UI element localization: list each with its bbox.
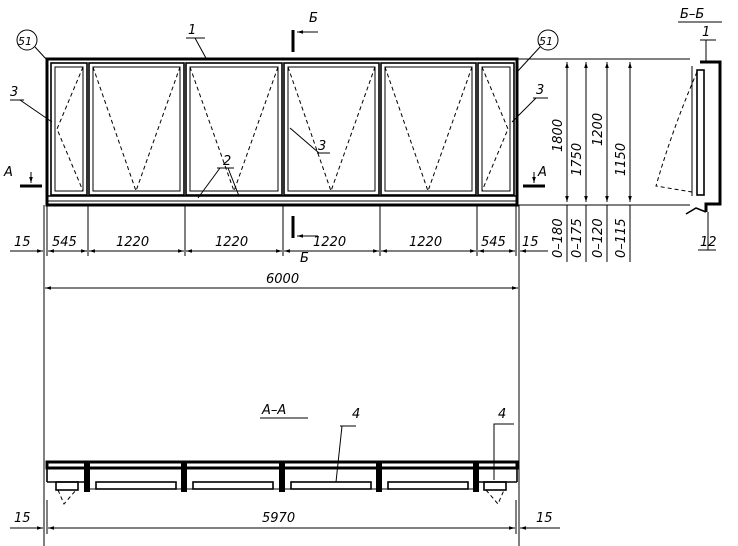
outer-frame	[45, 57, 519, 207]
section-aa-label-4-center: 4	[352, 407, 360, 422]
dim-g2: 0–175	[570, 218, 585, 258]
label-sash-left: 3	[10, 85, 18, 100]
dim-wide-2: 1220	[215, 235, 248, 250]
plan-dim-margin-left: 15	[14, 511, 31, 526]
section-mark-bottom: Б	[300, 251, 309, 266]
node-label-left: 51	[18, 35, 32, 48]
section-bb-label-1: 1	[702, 25, 710, 40]
dim-g4: 0–115	[614, 218, 629, 258]
dim-narrow-right: 545	[481, 235, 506, 250]
section-view-right: А	[537, 165, 547, 180]
dim-h2: 1750	[570, 143, 585, 176]
dim-h3: 1200	[591, 113, 606, 146]
sash-4	[283, 62, 380, 196]
node-circle-left	[16, 29, 38, 51]
section-aa-label-4-right: 4	[498, 407, 506, 422]
sash-6	[477, 62, 515, 196]
dim-wide-1: 1220	[116, 235, 149, 250]
vertical-dimensions: 1800 1750 1200 1150 0–180 0–175 0–120 0–…	[517, 58, 690, 262]
dim-wide-4: 1220	[409, 235, 442, 250]
sash-5	[380, 62, 477, 196]
dim-margin-left: 15	[14, 235, 31, 250]
dim-g3: 0–120	[591, 218, 606, 258]
node-label-right: 51	[539, 35, 553, 48]
label-sash-right: 3	[536, 83, 544, 98]
sash-1	[50, 62, 88, 196]
sash-2	[88, 62, 185, 196]
dim-total: 6000	[266, 272, 299, 287]
section-bb: Б–Б 1 12	[655, 7, 722, 251]
sash-3	[185, 62, 283, 196]
horizontal-dimensions: 15 545 1220 1220 1220 1220 545 15 6000	[10, 205, 548, 546]
label-sash-center: 3	[318, 139, 326, 154]
dim-h4: 1150	[614, 143, 629, 176]
section-bb-title: Б–Б	[680, 7, 704, 22]
plan-dimensions: 15 5970 15	[10, 500, 560, 534]
section-view-left: А	[3, 165, 13, 180]
dim-h1: 1800	[551, 119, 566, 152]
dim-narrow-left: 545	[52, 235, 77, 250]
dim-margin-right: 15	[522, 235, 539, 250]
dim-wide-3: 1220	[313, 235, 346, 250]
section-aa-title: А–А	[261, 403, 286, 418]
front-elevation: 1 51 51 3 3 3 2 Б Б А	[3, 11, 559, 266]
section-mark-top: Б	[309, 11, 318, 26]
plan-dim-total: 5970	[262, 511, 295, 526]
dim-g1: 0–180	[551, 218, 566, 258]
label-frame: 1	[188, 23, 196, 38]
label-sill: 2	[223, 154, 231, 169]
plan-dim-margin-right: 15	[536, 511, 553, 526]
section-aa: А–А 4 4	[45, 403, 519, 505]
node-circle-right	[537, 29, 559, 51]
